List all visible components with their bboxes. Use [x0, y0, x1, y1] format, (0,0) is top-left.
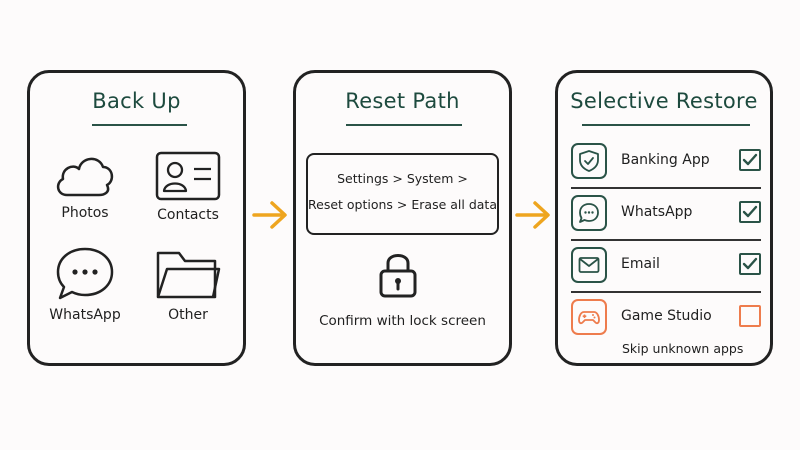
restore-label-whatsapp: WhatsApp [621, 204, 693, 220]
restore-row-icon-box [571, 247, 607, 283]
backup-label-contacts: Contacts [157, 207, 219, 223]
reset-path-line-1: Settings > System > [337, 171, 468, 186]
lock-icon [379, 254, 417, 298]
restore-checkbox-whatsapp[interactable] [739, 201, 761, 223]
folder-icon [156, 251, 221, 299]
shield-icon [579, 150, 599, 172]
restore-row-email[interactable]: Email [571, 247, 761, 289]
restore-title-underline [582, 124, 750, 126]
restore-divider [571, 239, 761, 241]
restore-row-game-studio[interactable]: Game Studio [571, 299, 761, 341]
restore-label-banking: Banking App [621, 152, 710, 168]
checkmark-icon [742, 153, 758, 166]
reset-path-box: Settings > System > Reset options > Eras… [306, 153, 499, 235]
restore-row-icon-box [571, 299, 607, 335]
restore-checkbox-game-studio[interactable] [739, 305, 761, 327]
reset-title-underline [346, 124, 462, 126]
restore-checkbox-banking[interactable] [739, 149, 761, 171]
restore-title: Selective Restore [570, 89, 758, 113]
checkmark-icon [742, 257, 758, 270]
chat-bubble-icon [579, 203, 599, 223]
restore-row-whatsapp[interactable]: WhatsApp [571, 195, 761, 237]
cloud-icon [56, 157, 114, 197]
restore-label-email: Email [621, 256, 660, 272]
backup-title-underline [92, 124, 187, 126]
arrow-right-icon [515, 201, 550, 229]
arrow-right-icon [252, 201, 287, 229]
restore-row-icon-box [571, 195, 607, 231]
restore-row-banking[interactable]: Banking App [571, 143, 761, 185]
backup-item-whatsapp: WhatsApp [35, 245, 135, 323]
backup-item-contacts: Contacts [138, 151, 238, 223]
gamepad-icon [578, 311, 600, 325]
backup-label-photos: Photos [61, 205, 109, 221]
restore-checkbox-email[interactable] [739, 253, 761, 275]
restore-divider [571, 187, 761, 189]
backup-label-whatsapp: WhatsApp [49, 307, 121, 323]
envelope-icon [578, 257, 600, 273]
reset-card: Reset Path Settings > System > Reset opt… [293, 70, 512, 366]
chat-bubble-icon [56, 247, 114, 300]
reset-path-line-2: Reset options > Erase all data [308, 197, 497, 212]
checkmark-icon [742, 205, 758, 218]
backup-card: Back Up Photos Contacts WhatsApp [27, 70, 246, 366]
restore-row-icon-box [571, 143, 607, 179]
reset-title: Reset Path [345, 89, 460, 113]
restore-card: Selective Restore Banking App What [555, 70, 773, 366]
restore-note: Skip unknown apps [622, 341, 744, 356]
backup-label-other: Other [168, 307, 208, 323]
contact-card-icon [155, 151, 221, 201]
backup-item-photos: Photos [35, 151, 135, 221]
restore-label-game-studio: Game Studio [621, 308, 712, 324]
reset-confirm-text: Confirm with lock screen [319, 313, 486, 329]
restore-divider [571, 291, 761, 293]
backup-item-other: Other [138, 245, 238, 323]
backup-title: Back Up [92, 89, 181, 113]
